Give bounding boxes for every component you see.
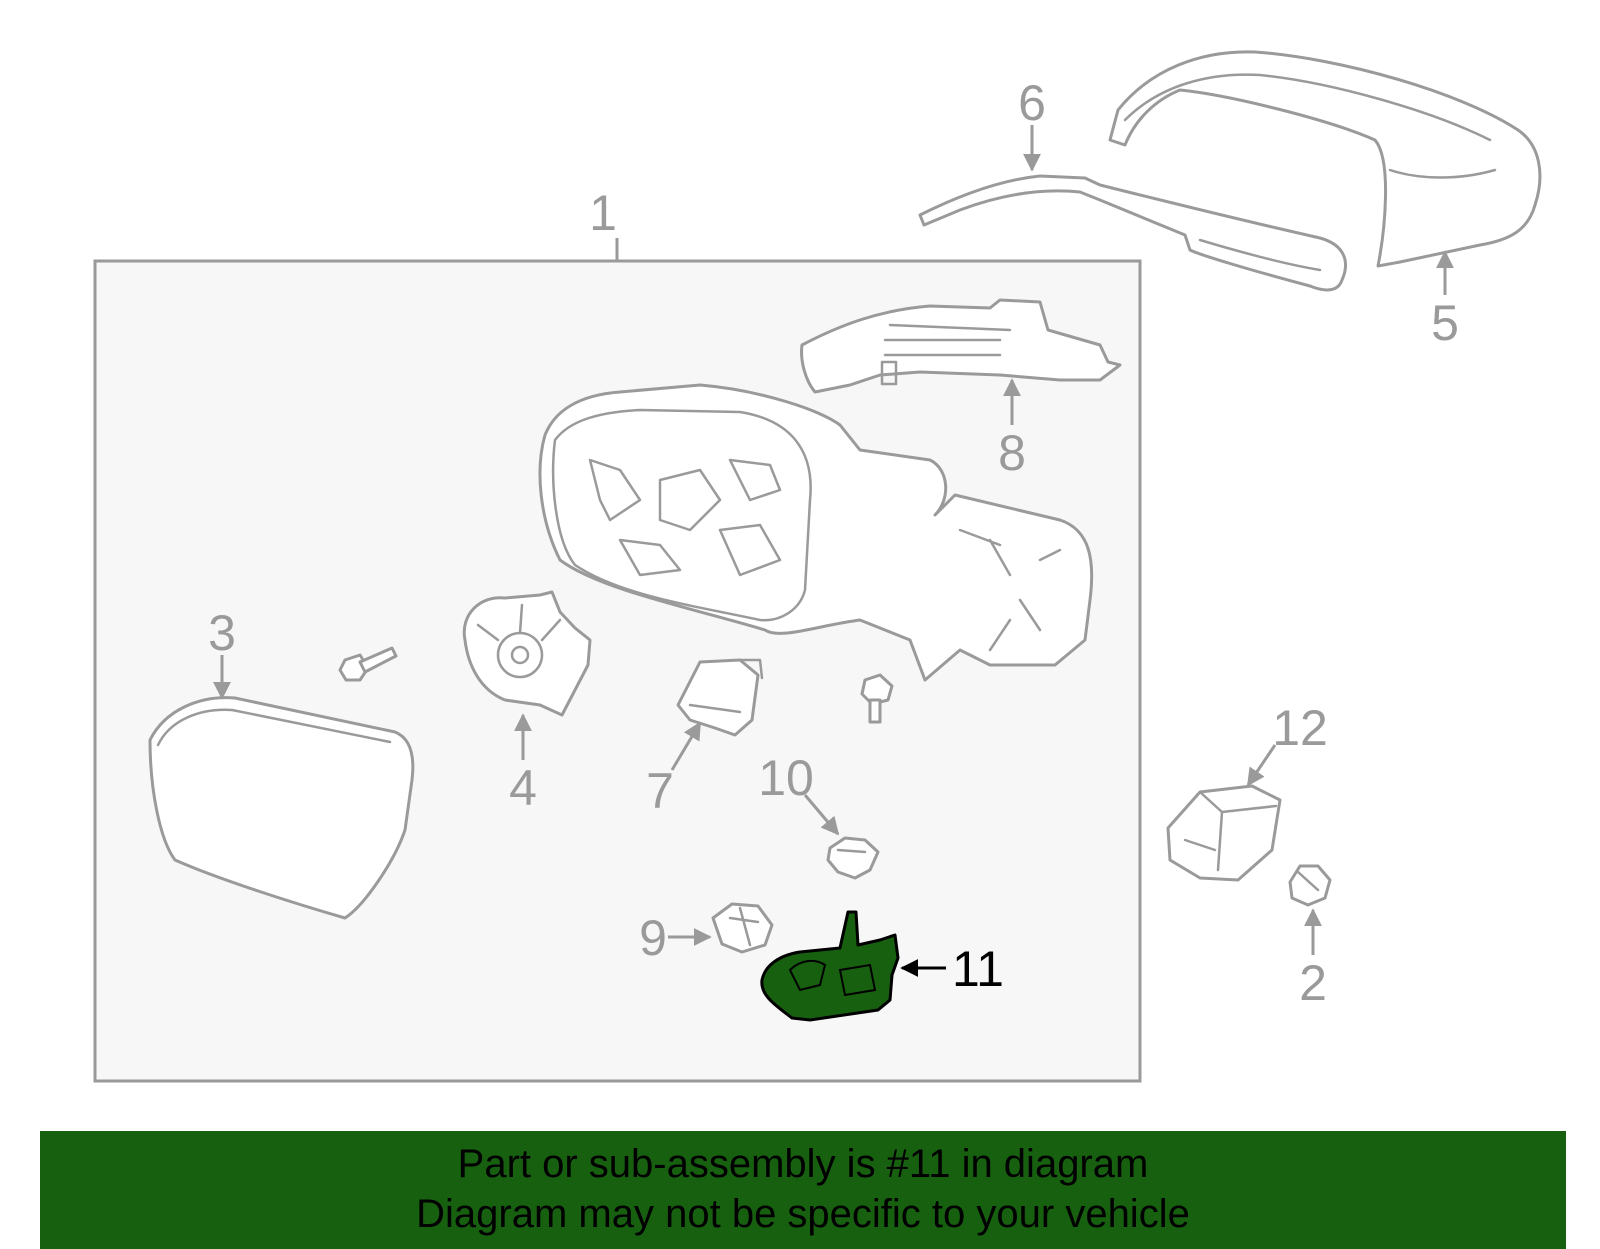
callout-6: 6 (1018, 75, 1046, 131)
part-12-lamp-module[interactable] (1166, 784, 1282, 882)
part-3-mirror-glass[interactable] (148, 696, 415, 920)
callout-12-lead (1246, 744, 1277, 787)
callout-11: 11 (952, 941, 1004, 997)
callout-1: 1 (589, 185, 617, 241)
part-2-push-pin[interactable] (1288, 864, 1332, 907)
callout-5: 5 (1431, 295, 1459, 351)
banner-line-2: Diagram may not be specific to your vehi… (416, 1192, 1190, 1236)
part-8-signal-lamp[interactable] (800, 298, 1122, 394)
bolt (338, 646, 398, 682)
callout-12: 12 (1272, 700, 1328, 756)
callout-9: 9 (639, 910, 667, 966)
part-9-connector[interactable] (711, 902, 774, 954)
callout-7-lead (670, 721, 702, 771)
callout-10-lead (803, 794, 840, 836)
part-11-bracket[interactable] (760, 910, 900, 1022)
part-10-clip[interactable] (826, 836, 880, 880)
info-banner: Part or sub-assembly is #11 in diagram D… (40, 1131, 1566, 1249)
screw (860, 673, 894, 724)
callout-7: 7 (646, 763, 674, 819)
callout-2: 2 (1299, 955, 1327, 1011)
callout-3: 3 (208, 605, 236, 661)
part-4-motor[interactable] (462, 590, 592, 717)
callout-8: 8 (998, 425, 1026, 481)
banner-line-1: Part or sub-assembly is #11 in diagram (457, 1142, 1149, 1186)
part-5-mirror-cover[interactable] (1108, 50, 1542, 268)
part-6-trim-strip[interactable] (918, 174, 1347, 292)
callout-10: 10 (758, 750, 814, 806)
part-1-mirror-housing[interactable] (538, 383, 1094, 682)
callout-4: 4 (509, 760, 537, 816)
